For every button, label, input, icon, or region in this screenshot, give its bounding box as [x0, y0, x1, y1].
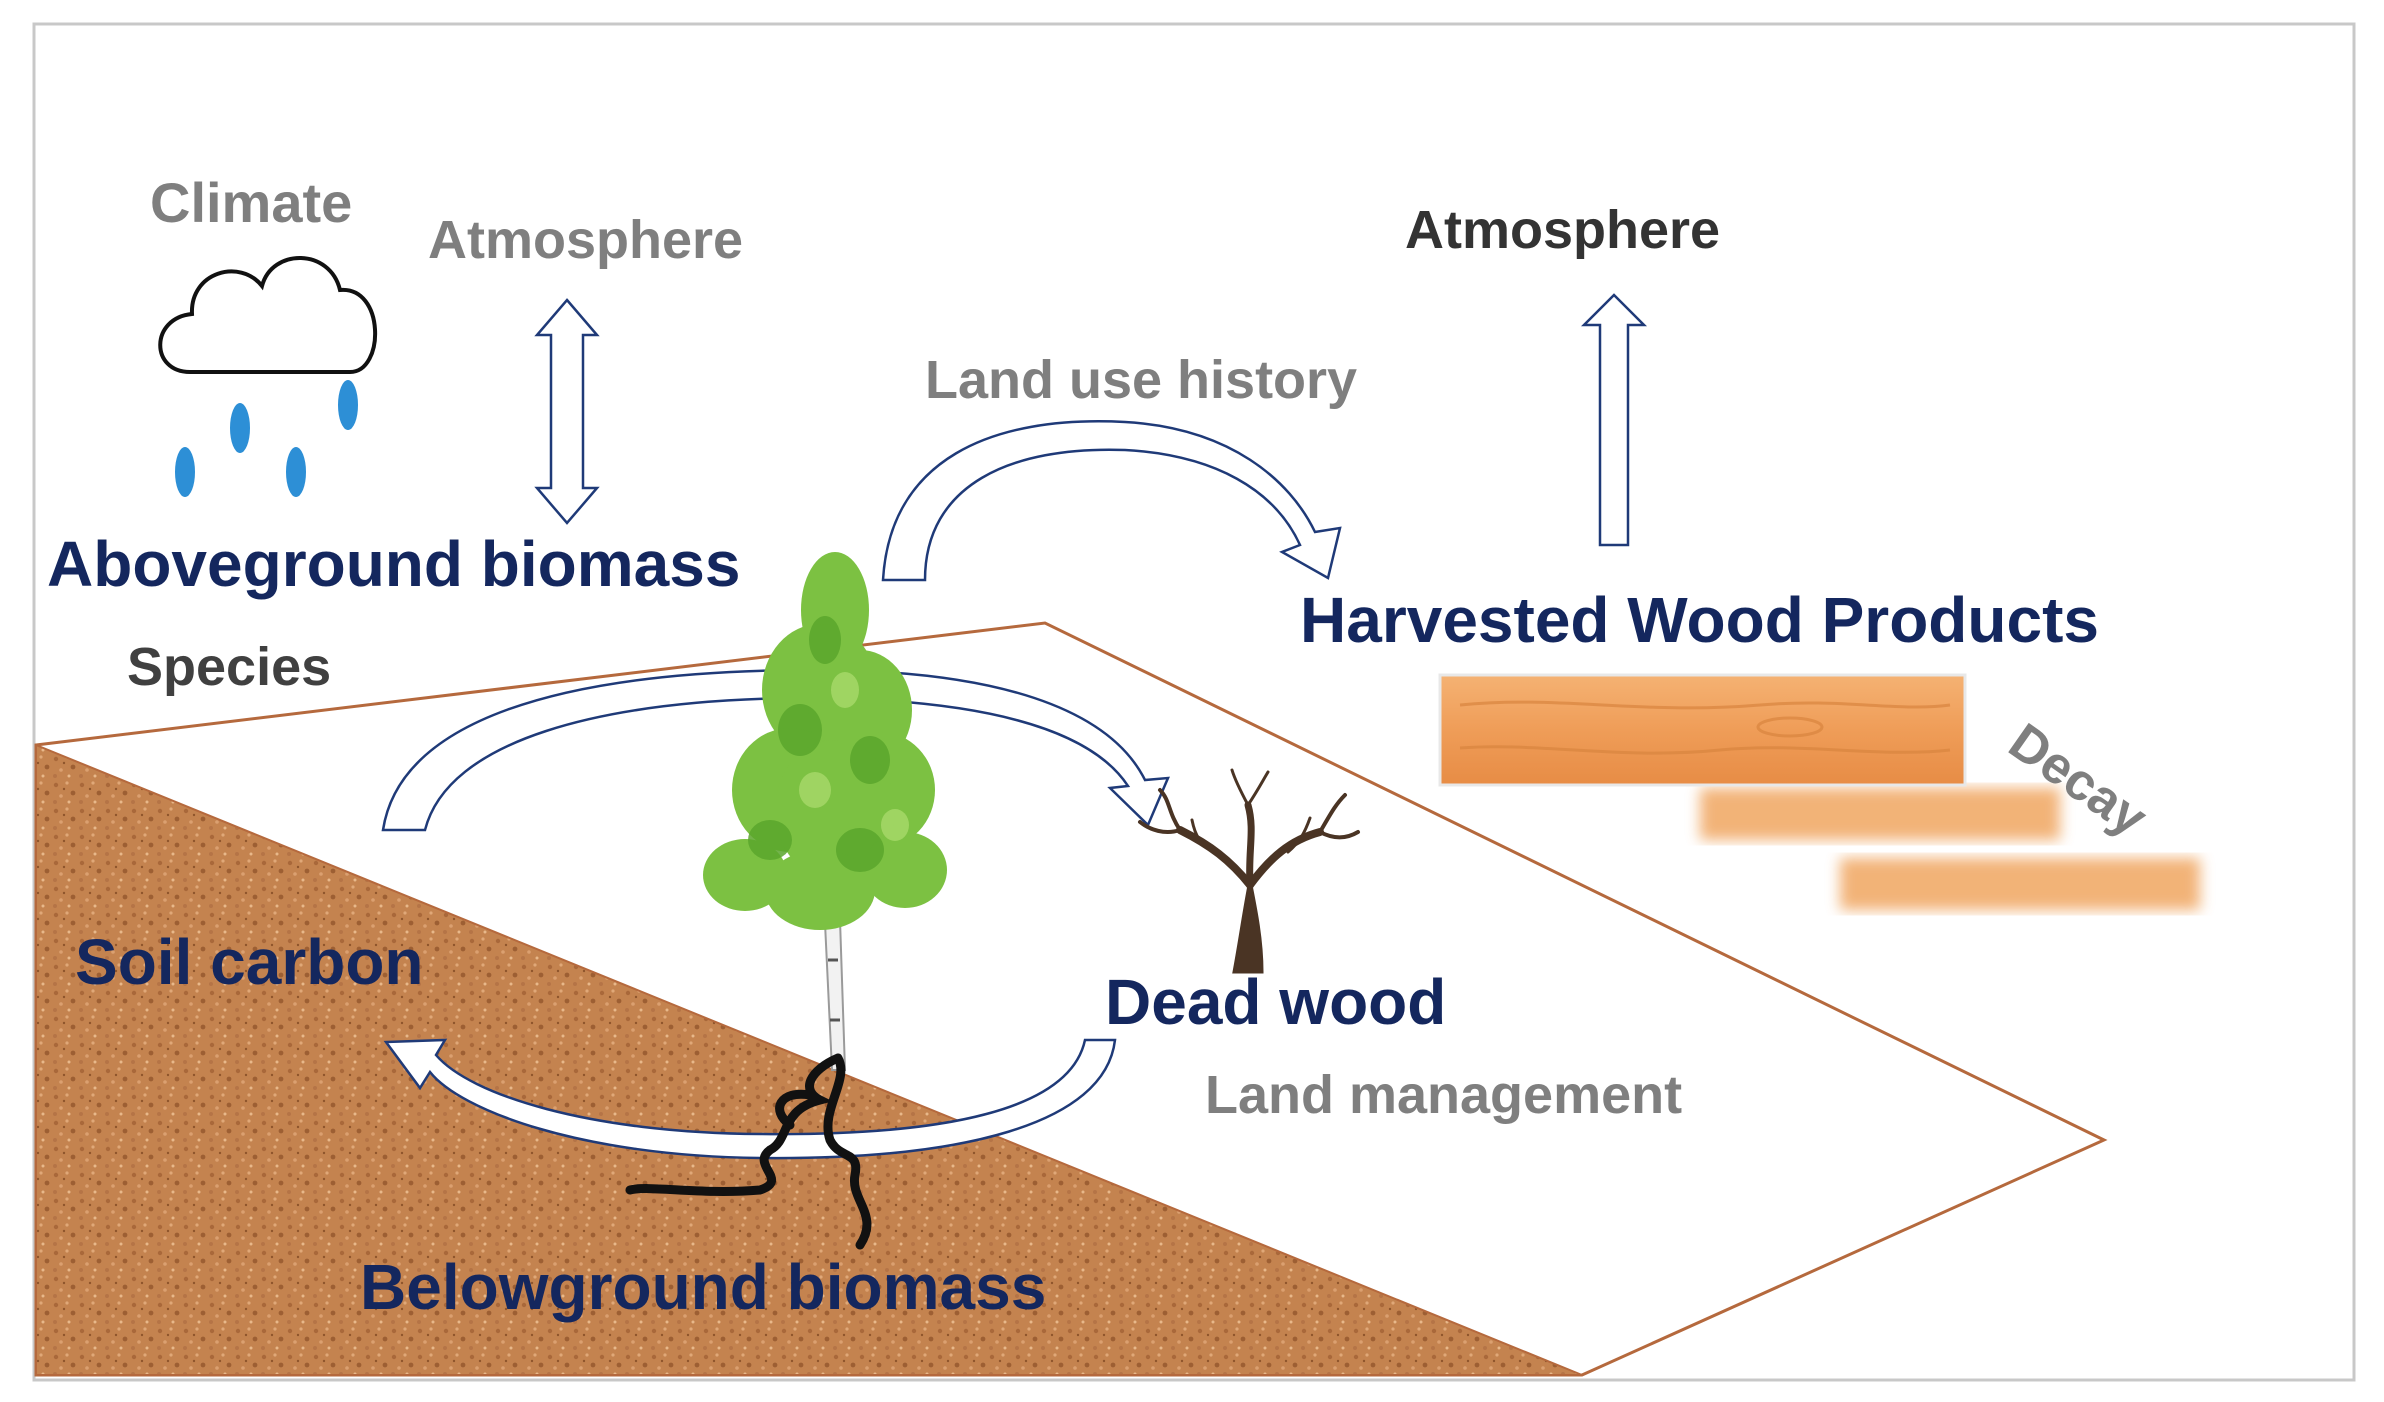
harvested-wood-products-label: Harvested Wood Products	[1300, 584, 2099, 656]
land-use-history-arrow	[881, 420, 1342, 582]
decayed-wood-planks	[1700, 788, 2200, 910]
atmosphere-right-label: Atmosphere	[1405, 200, 1721, 260]
wood-plank-icon	[1438, 673, 1967, 787]
exchange-double-arrow	[534, 298, 600, 525]
species-label: Species	[127, 637, 332, 697]
dead-tree-icon	[1138, 768, 1360, 974]
tree-icon	[703, 552, 947, 1071]
decomposition-arrow	[383, 1038, 1117, 1160]
soil-carbon-label: Soil carbon	[75, 926, 424, 998]
aboveground-biomass-label: Aboveground biomass	[47, 528, 741, 600]
land-use-history-label: Land use history	[925, 350, 1358, 410]
cloud-rain-icon	[158, 256, 378, 497]
emission-up-arrow	[1580, 293, 1648, 547]
atmosphere-left-label: Atmosphere	[428, 210, 744, 270]
belowground-biomass-label: Belowground biomass	[360, 1251, 1047, 1323]
land-management-label: Land management	[1205, 1065, 1683, 1125]
climate-label: Climate	[150, 171, 353, 234]
dead-wood-label: Dead wood	[1105, 966, 1447, 1038]
roots-icon	[625, 1053, 872, 1250]
soil-wedge	[35, 743, 1583, 1376]
